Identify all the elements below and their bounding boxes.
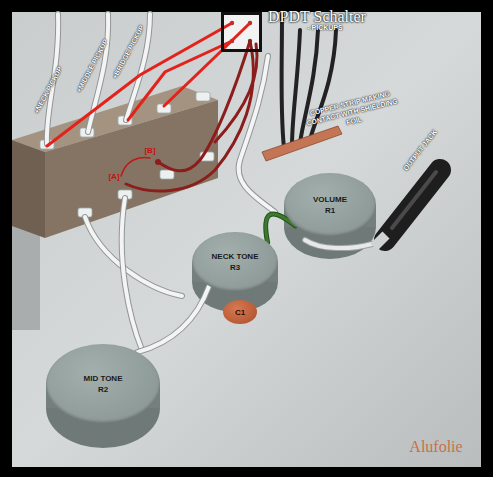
white-wire <box>85 217 182 296</box>
node-label: VOLUME <box>313 194 347 205</box>
pickup-label: +BRIDGE PICKUP <box>111 24 145 80</box>
potentiometer: NECK TONER3 <box>192 232 278 292</box>
note: COPPER STRIP MAKING CONTACT WITH SHIELDI… <box>302 87 402 136</box>
solder-dot <box>155 159 161 165</box>
copper-strip <box>262 126 342 161</box>
wire-outline <box>239 56 275 212</box>
watermark: Alufolie <box>409 438 462 456</box>
node-label: NECK TONE <box>212 251 259 262</box>
cable-outline <box>305 240 372 248</box>
pickup-label: +MIDDLE PICKUP <box>75 38 109 94</box>
ground <box>12 12 481 467</box>
white-wire <box>122 198 142 350</box>
black-wire <box>282 14 285 148</box>
pickup-label: - PICKUPS <box>307 24 342 31</box>
wire <box>137 286 209 352</box>
pickup-label: +NECK PICKUP <box>33 65 64 114</box>
red-wire <box>47 23 232 146</box>
black-wire <box>292 30 300 146</box>
wire-outline <box>137 286 209 352</box>
red-wire <box>128 41 232 120</box>
jack-body <box>385 170 440 240</box>
wire-outline <box>85 217 182 296</box>
cable <box>305 240 372 248</box>
jack-highlight <box>392 172 436 228</box>
lug <box>196 92 210 101</box>
callout-number: R3 <box>230 262 240 273</box>
wire-outline <box>122 198 142 350</box>
wire-connector <box>137 286 209 352</box>
white-wire <box>239 56 275 212</box>
selector-side <box>12 140 45 238</box>
ground-leads <box>282 14 337 148</box>
callout-number: R2 <box>98 384 108 395</box>
callout-number: R1 <box>325 205 335 216</box>
potentiometer: MID TONER2 <box>46 344 160 424</box>
jumper-wire <box>121 158 150 176</box>
node-label: C1 <box>235 308 245 317</box>
red-wire <box>164 23 250 106</box>
part-name: OUTPUT JACK <box>402 128 438 172</box>
pickup-leads <box>47 14 275 212</box>
switch-box: DPDT Schalter <box>221 12 262 52</box>
terminal-tag: [A] <box>108 172 119 181</box>
node-label: MID TONE <box>84 373 123 384</box>
lug <box>160 170 174 179</box>
terminal-tag: [B] <box>144 146 155 155</box>
node-label: DPDT Schalter <box>268 8 366 26</box>
darkred-wires <box>121 41 257 191</box>
capacitor: C1 <box>223 300 257 324</box>
darkred-wire <box>158 41 250 171</box>
darkred-wire <box>215 44 257 142</box>
jack-ring <box>374 235 386 247</box>
potentiometer: VOLUMER1 <box>284 173 376 237</box>
